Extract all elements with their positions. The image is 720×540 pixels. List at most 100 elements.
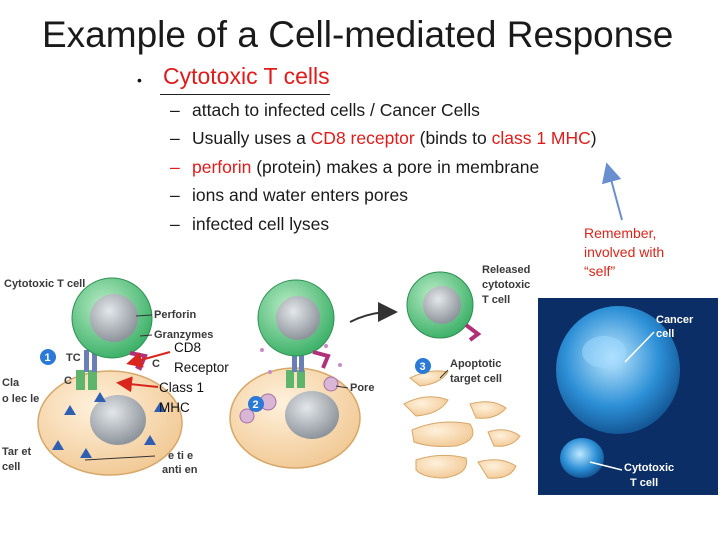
apoptotic-fragment: [409, 370, 449, 387]
antigen-triangle: [64, 405, 76, 415]
cytotoxic-t-cell-label: Cytotoxic T cell: [4, 278, 85, 290]
pore: [323, 376, 339, 392]
item-dash: –: [170, 185, 180, 205]
antigen-triangle: [80, 448, 92, 458]
step-2-badge: [248, 396, 264, 412]
released-t-cell-nucleus: [423, 286, 461, 324]
apoptotic-fragment: [403, 396, 449, 417]
receptor-annotation: Receptor: [174, 360, 229, 375]
apoptotic-fragment: [411, 421, 474, 447]
perforin-dot: [268, 370, 272, 374]
tc-receptor: [92, 350, 97, 372]
cd8-receptor-text: CD8 receptor: [310, 128, 415, 148]
apoptotic-pointer: [439, 369, 449, 379]
antigen-pointer: [84, 455, 156, 461]
item-perforin-rest: (protein) makes a pore in membrane: [251, 157, 540, 177]
panel-2: 2 Pore: [229, 279, 398, 469]
mhc-molecule: [286, 370, 294, 388]
apoptotic-fragment: [469, 401, 507, 419]
antigen-label-partial-2: anti en: [162, 464, 198, 476]
granzymes-label: Granzymes: [154, 329, 213, 341]
cancer-cell-highlight: [582, 336, 626, 368]
remember-arrow: [601, 162, 623, 221]
tc-receptor: [299, 352, 304, 372]
t-cell-nucleus-2: [276, 296, 320, 340]
class1-annotation: Class 1: [159, 380, 204, 395]
antigen-triangle: [144, 435, 156, 445]
c-label: C: [64, 375, 72, 387]
item-attach-text: attach to infected cells / Cancer Cells: [192, 100, 480, 120]
remember-note: Remember, involved with “self”: [584, 224, 664, 281]
item-usually-pre: Usually uses a: [192, 128, 311, 148]
cancer-label-1: Cancer: [656, 314, 694, 326]
tc-label: TC: [66, 352, 81, 364]
panel-1: Cytotoxic T cell Perforin Granzymes 1 TC…: [2, 277, 229, 476]
apoptotic-fragment: [477, 459, 517, 479]
pore: [239, 408, 255, 424]
item-usually-mid: (binds to: [414, 128, 492, 148]
cd8-annotation: CD8: [174, 340, 201, 355]
class-label-partial: Cla: [2, 377, 20, 389]
cancer-pointer: [624, 331, 655, 363]
perforin-word: perforin: [192, 157, 252, 177]
released-label-2: cytotoxic: [482, 279, 530, 291]
class1-mhc-text: class 1 MHC: [491, 128, 591, 148]
remember-line-3: “self”: [584, 263, 616, 279]
bullet-underline: [160, 94, 330, 95]
cytotoxic-t-cell-image: [560, 438, 604, 478]
antigen-triangle: [94, 392, 106, 402]
remember-line-2: involved with: [584, 244, 665, 260]
apoptotic-fragment: [487, 429, 521, 447]
cd8-arrow: [126, 351, 171, 368]
item-usually: –Usually uses a CD8 receptor (binds to c…: [170, 128, 597, 149]
mhc-annotation: MHC: [159, 400, 190, 415]
cancer-micrograph: Cancer cell Cytotoxic T cell: [538, 298, 718, 495]
perforin-pointer: [135, 314, 153, 317]
perforin-label: Perforin: [154, 309, 196, 321]
item-ions-text: ions and water enters pores: [192, 185, 408, 205]
step-2-number: 2: [253, 399, 259, 411]
step-1-number: 1: [45, 352, 51, 364]
perforin-dot: [324, 344, 328, 348]
pore-label: Pore: [350, 382, 374, 394]
cell-label: cell: [2, 461, 20, 473]
apoptotic-label-2: target cell: [450, 373, 502, 385]
granzyme-shape: [464, 323, 482, 342]
class1-arrow: [116, 376, 159, 393]
step-1-badge: [40, 349, 56, 365]
mhc-molecule: [297, 370, 305, 388]
release-arrow: [349, 302, 398, 323]
antigen-label-partial-1: e ti e: [168, 450, 193, 462]
granzyme-shape: [312, 350, 331, 369]
item-dash: –: [170, 214, 180, 234]
item-lyses: –infected cell lyses: [170, 214, 329, 235]
target-nucleus-1: [90, 395, 146, 445]
item-ions: –ions and water enters pores: [170, 185, 408, 206]
target-label-partial: Tar et: [2, 446, 31, 458]
bullet-mark: •: [137, 72, 142, 88]
mhc-molecule: [76, 370, 85, 390]
perforin-dot: [338, 363, 342, 367]
slide-title: Example of a Cell-mediated Response: [42, 14, 674, 55]
bullet-cytotoxic-t-cells: Cytotoxic T cells: [163, 63, 330, 89]
micrograph-t-cell-label-2: T cell: [630, 477, 658, 489]
item-perforin: –perforin (protein) makes a pore in memb…: [170, 157, 539, 178]
item-attach: –attach to infected cells / Cancer Cells: [170, 100, 480, 121]
t-cell-nucleus-1: [90, 294, 138, 342]
pore-pointer: [335, 385, 349, 389]
cancer-label-2: cell: [656, 328, 674, 340]
step-3-number: 3: [420, 361, 426, 373]
perforin-dot: [260, 348, 264, 352]
item-usually-end: ): [590, 128, 597, 148]
step-3-badge: [415, 358, 431, 374]
item-lyses-text: infected cell lyses: [192, 214, 330, 234]
antigen-triangle: [52, 440, 64, 450]
apoptotic-label-1: Apoptotic: [450, 358, 501, 370]
apoptotic-fragment: [415, 454, 468, 479]
item-dash: –: [170, 100, 180, 120]
released-label-1: Released: [482, 264, 530, 276]
mhc-molecule: [88, 370, 97, 390]
antigen-triangle: [154, 402, 166, 412]
panel-3: Released cytotoxic T cell 3 Apoptotic ta…: [403, 264, 530, 479]
